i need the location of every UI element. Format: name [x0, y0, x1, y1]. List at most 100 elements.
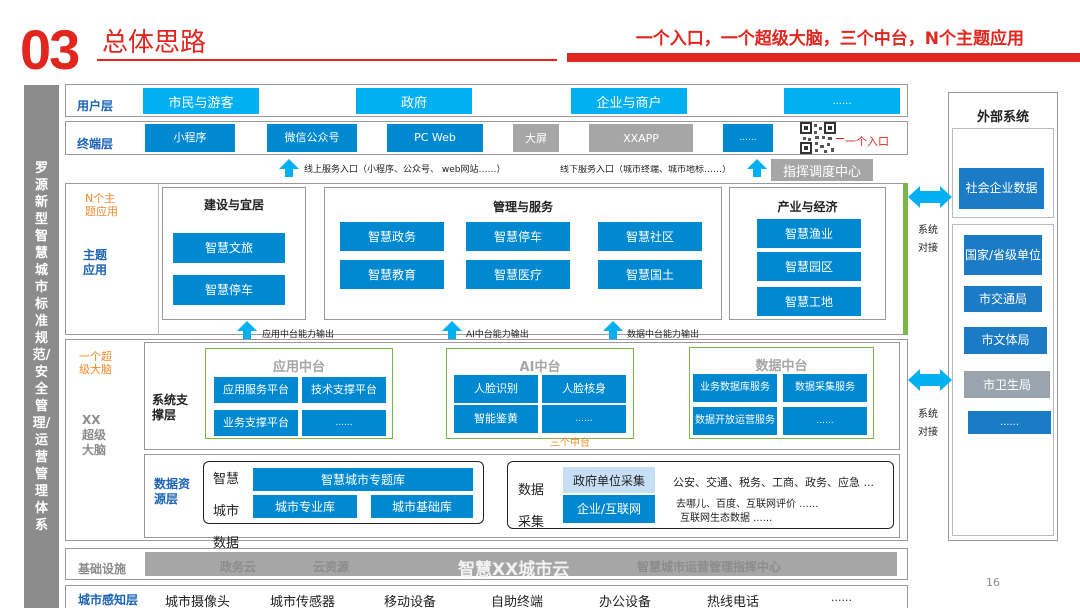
dock-label-2: 系统对接 [918, 409, 938, 438]
online-entry-text: 线上服务入口（小程序、公众号、 web网站……） [304, 165, 506, 175]
business-support-platform: 业务支撑平台 [214, 410, 298, 436]
output-arrow-app-icon [237, 321, 257, 339]
app-government: 智慧政务 [340, 222, 444, 251]
sense-more: ...... [831, 591, 852, 604]
xx-brain-label: XX超级大脑 [82, 413, 107, 457]
app-fishery: 智慧渔业 [757, 219, 861, 248]
sense-panel [65, 585, 908, 608]
infra-command-center: 智慧城市运营管理指挥中心 [637, 560, 782, 574]
terminal-layer-label: 终端层 [77, 137, 114, 151]
output-data-text: 数据中台能力输出 [627, 330, 700, 340]
external-title: 外部系统 [976, 110, 1029, 125]
external-bottom-frame [952, 224, 1054, 536]
app-platform-title: 应用中台 [272, 360, 325, 375]
city-professional-db: 城市专业库 [253, 495, 357, 518]
sense-sensor: 城市传感器 [270, 595, 336, 610]
offline-entry-text: 线下服务入口（城市终端、城市地标……） [560, 165, 732, 175]
title-underline [97, 59, 557, 61]
app-construction-site: 智慧工地 [757, 287, 861, 316]
data-collect-group [507, 461, 894, 529]
header-bar [567, 53, 1080, 62]
group-construction-title: 建设与宜居 [203, 198, 264, 212]
online-entry-arrow-icon [279, 159, 299, 177]
group-management [324, 187, 722, 320]
app-park: 智慧园区 [757, 252, 861, 281]
user-enterprise: 企业与商户 [571, 88, 687, 114]
sense-hotline: 热线电话 [707, 595, 760, 610]
sense-camera: 城市摄像头 [165, 595, 231, 610]
section-number: 03 [20, 18, 80, 81]
infra-cloud-resource: 云资源 [313, 560, 350, 574]
sense-office: 办公设备 [599, 595, 652, 610]
app-platform-more: ...... [302, 410, 386, 436]
theme-label: 主题应用 [83, 248, 108, 277]
theme-green-edge [903, 183, 908, 335]
ext-transport: 市交通局 [964, 286, 1042, 312]
dock-label-1: 系统对接 [918, 225, 938, 254]
city-data-group [203, 461, 484, 524]
business-db-service: 业务数据库服务 [693, 374, 777, 402]
app-tourism: 智慧文旅 [173, 233, 285, 263]
ext-culture-sports: 市文体局 [964, 327, 1047, 354]
sense-mobile: 移动设备 [384, 595, 437, 610]
terminal-pcweb: PC Web [387, 124, 483, 152]
dock-arrow-2-icon [908, 369, 952, 391]
ext-social-enterprise: 社会企业数据 [959, 168, 1044, 209]
output-app-text: 应用中台能力输出 [262, 330, 335, 340]
n-theme-label: N个主题应用 [85, 192, 118, 218]
dispatch-center: 指挥调度中心 [771, 159, 873, 181]
sense-label: 城市感知层 [78, 593, 139, 607]
output-ai-text: AI中台能力输出 [466, 330, 529, 340]
content-moderation: 智能鉴黄 [454, 405, 538, 433]
ext-national-provincial: 国家/省级单位 [964, 235, 1042, 275]
ent-desc-1: 去哪儿、百度、互联网评价 ...... [676, 499, 819, 510]
terminal-bigscreen: 大屏 [513, 124, 559, 152]
page-number: 16 [986, 576, 1000, 589]
output-arrow-ai-icon [442, 321, 462, 339]
ext-health: 市卫生局 [964, 371, 1050, 398]
side-title: 罗源新型智慧城市标准规范/安全管理/运营管理体系 [24, 85, 59, 608]
terminal-app: XXAPP [589, 124, 693, 152]
three-platforms-label: 三个中台 [550, 438, 590, 449]
data-platform-more: ...... [783, 407, 867, 435]
app-education: 智慧教育 [340, 260, 444, 289]
infra-city-cloud: 智慧XX城市云 [458, 560, 570, 580]
dock-arrow-1-icon [908, 186, 952, 208]
gov-collect-desc: 公安、交通、税务、工商、政务、应急 ... [673, 476, 874, 489]
group-industry-title: 产业与经济 [777, 200, 838, 214]
data-open-service: 数据开放运营服务 [693, 407, 777, 435]
system-support-label: 系统支撑层 [152, 393, 189, 422]
face-verification: 人脸核身 [542, 375, 626, 403]
external-top-frame [952, 128, 1054, 218]
smart-city-theme-db: 智慧城市专题库 [253, 468, 473, 491]
city-base-db: 城市基础库 [371, 495, 473, 518]
city-data-label-3: 数据 [213, 536, 240, 551]
terminal-more: ...... [723, 124, 773, 152]
infra-gov-cloud: 政务云 [220, 560, 257, 574]
user-layer-label: 用户层 [77, 99, 114, 113]
city-data-label-1: 智慧 [213, 472, 240, 487]
ai-platform-more: ...... [542, 405, 626, 433]
qr-code-icon [800, 122, 836, 154]
user-government: 政府 [356, 88, 472, 114]
app-service-platform: 应用服务平台 [214, 377, 298, 403]
city-data-label-2: 城市 [213, 504, 240, 519]
data-resource-label: 数据资源层 [154, 477, 191, 506]
ext-more: ...... [968, 411, 1051, 434]
gov-collect: 政府单位采集 [563, 467, 655, 493]
collect-label-1: 数据 [518, 483, 545, 498]
app-community: 智慧社区 [598, 222, 702, 251]
infra-label: 基础设施 [78, 562, 127, 576]
data-collect-service: 数据采集服务 [783, 374, 867, 402]
sense-kiosk: 自助终端 [491, 595, 544, 610]
user-citizen: 市民与游客 [143, 88, 259, 114]
app-land: 智慧国土 [598, 260, 702, 289]
page-title: 总体思路 [102, 28, 207, 58]
data-platform-title: 数据中台 [755, 359, 808, 374]
group-management-title: 管理与服务 [492, 200, 553, 214]
user-more: ...... [784, 88, 900, 114]
external-panel [948, 92, 1058, 541]
collect-label-2: 采集 [518, 515, 545, 530]
tech-support-platform: 技术支撑平台 [302, 377, 386, 403]
super-brain-label: 一个超级大脑 [79, 350, 112, 376]
